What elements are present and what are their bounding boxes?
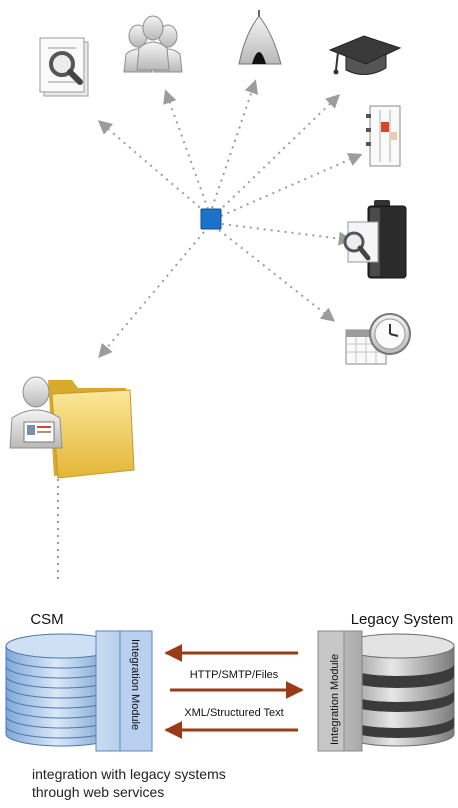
connector-user-folder [98,231,205,359]
legacy-system-label: Legacy System [351,611,454,628]
exchange-arrows [164,644,304,739]
connector-document [97,120,206,213]
connector-calendar [220,153,363,217]
tent-icon [238,10,282,65]
calendar-schedule-icon [366,105,401,167]
connector-briefcase [221,223,353,246]
caption-line-2: through web services [32,784,165,800]
protocol-label: HTTP/SMTP/Files [190,669,279,681]
user-group-icon [123,15,183,73]
svg-text:Integration Module: Integration Module [329,654,341,745]
caption-line-1: integration with legacy systems [32,766,226,782]
csm-database [5,633,119,747]
connector-clock [218,229,336,322]
caption: integration with legacy systems through … [32,765,332,801]
document-search-icon [39,37,89,97]
briefcase-search-icon [343,200,407,279]
graduation-cap-icon [328,35,402,75]
connector-tent [211,79,259,209]
csm-integration-module: Integration Module [95,630,153,752]
hub-connectors [57,79,363,582]
legacy-integration-module: Integration Module [317,630,363,752]
format-label: XML/Structured Text [184,707,283,719]
calendar-clock-icon [345,313,411,365]
connector-people [163,89,209,210]
legacy-database [341,633,455,747]
user-folder-icon [9,376,135,479]
connector-graduation [217,94,341,213]
csm-label: CSM [30,611,63,628]
hub-square [200,208,222,230]
svg-text:Integration Module: Integration Module [129,639,141,730]
